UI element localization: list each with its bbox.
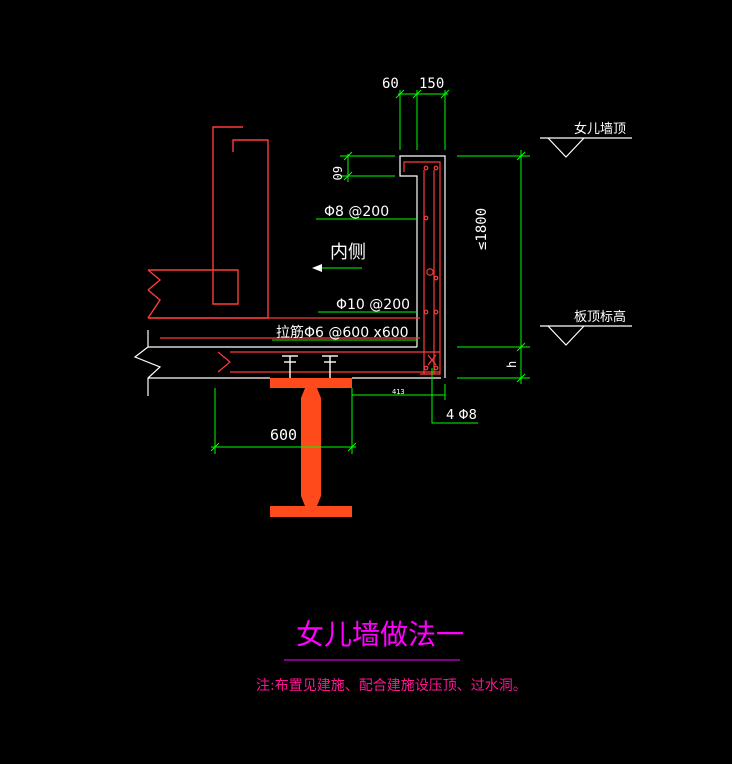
title-block: 女儿墙做法一 注:布置见建施、配合建施设压顶、过水洞。	[256, 618, 527, 694]
dim-h: h	[505, 361, 519, 368]
dimension-lines	[210, 89, 530, 454]
shear-studs	[282, 355, 338, 378]
dim-60-top: 60	[382, 76, 399, 92]
label-parapet-top: 女儿墙顶	[574, 121, 626, 137]
slab-rebar	[148, 161, 441, 375]
label-bottom-bars: 4 Φ8	[446, 408, 477, 423]
elevation-texts: 女儿墙顶 板顶标高	[574, 121, 626, 325]
slab-outline	[133, 155, 446, 396]
drawing-title: 女儿墙做法一	[296, 618, 464, 651]
elevation-markers	[540, 137, 632, 346]
dim-60-left: 60	[330, 166, 344, 180]
label-tie-bar: 拉筋Φ6 @600 x600	[276, 324, 409, 341]
label-roof-slab: 板顶标高	[574, 309, 626, 325]
dim-600: 600	[270, 426, 297, 444]
label-vertical-rebar: Φ8 @200	[324, 204, 389, 220]
dimension-texts: 60 150 60 ≤1800 h 600 413	[270, 76, 519, 444]
dim-413: 413	[392, 388, 405, 396]
dim-150-top: 150	[419, 76, 444, 92]
existing-wall-outline	[147, 126, 269, 319]
dim-height: ≤1800	[474, 208, 490, 250]
drawing-note: 注:布置见建施、配合建施设压顶、过水洞。	[256, 678, 527, 694]
label-horizontal-rebar: Φ10 @200	[336, 297, 410, 313]
rebar-texts: Φ8 @200 内侧 Φ10 @200 拉筋Φ6 @600 x600 4 Φ8	[276, 204, 477, 423]
label-inner-side: 内侧	[330, 242, 366, 263]
